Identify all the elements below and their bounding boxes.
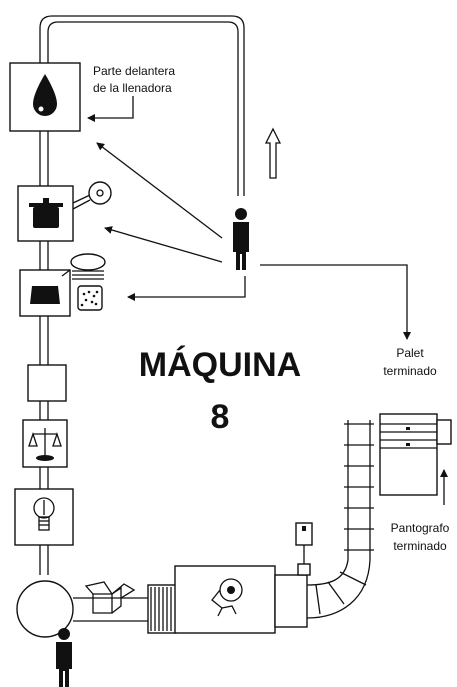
person-icon [233,208,249,270]
pallet-label-1: Palet [396,346,424,360]
pixel-card-icon [77,285,103,311]
bottom-operator-person-icon [56,628,72,687]
empty-station [27,364,67,402]
pantograph-label-2: terminado [393,539,447,553]
scale-station [22,419,68,468]
bulb-station [14,488,74,546]
pantograph-label-1: Pantografo [391,521,450,535]
pallet-label-2: terminado [383,364,437,378]
lightbulb-icon [33,497,55,531]
machine-title: MÁQUINA [139,346,301,384]
cooking-pot-icon [29,198,63,228]
filler-station [9,62,81,132]
open-box-icon [84,581,136,614]
bottom-conveyor [73,584,177,634]
spring-icon [61,253,106,280]
stamp-icon [30,286,60,304]
pot-station [17,181,112,242]
labeling-machine [174,522,313,634]
droplet-icon [33,74,57,116]
pantograph-conveyor [306,420,374,619]
machine-number: 8 [211,398,230,436]
arrows [87,96,448,505]
top-return-loop [39,15,245,196]
arrow-up-icon [264,127,282,179]
round-hopper [16,580,74,638]
spool-icon [211,578,243,617]
filler-front-label-1: Parte delantera [93,64,175,78]
pallet-stack [379,413,452,496]
scale-icon [28,428,62,461]
stamp-station [19,253,106,317]
reel-icon [72,181,112,210]
filler-front-label-2: de la llenadora [93,81,172,95]
